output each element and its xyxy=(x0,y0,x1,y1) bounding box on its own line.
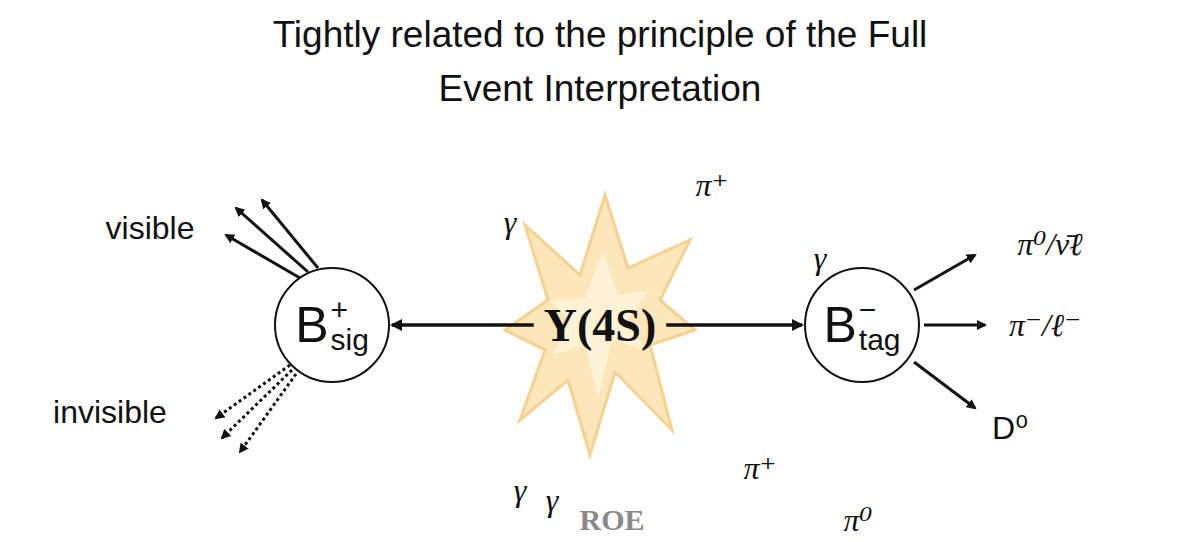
photon-label: γ xyxy=(546,482,559,519)
particle-symbol: B xyxy=(295,296,328,354)
visible-arrows xyxy=(226,200,318,278)
pion-label: π⁺ xyxy=(696,166,729,204)
photon-label: γ xyxy=(814,240,827,277)
decay-arrow xyxy=(392,323,534,327)
meson-circle: B−tag xyxy=(804,267,920,383)
index-stack: −tag xyxy=(859,295,901,355)
text-stack: Υ(4S) xyxy=(544,299,656,352)
title: Tightly related to the principle of the … xyxy=(250,8,950,116)
charge-superscript: + xyxy=(331,295,369,325)
symbol-group: B+sig xyxy=(295,295,369,355)
symbol-group: B−tag xyxy=(823,295,900,355)
visible-label: visible xyxy=(106,210,195,247)
photon-label: γ xyxy=(504,204,517,241)
roe-label: ROE xyxy=(579,503,644,537)
role-subscript: tag xyxy=(859,325,901,355)
photon-label: γ xyxy=(514,472,527,509)
invisible-arrows xyxy=(216,365,296,452)
particle-label: D⁰ xyxy=(992,409,1028,447)
particle-symbol: B xyxy=(823,296,856,354)
invisible-label: invisible xyxy=(53,394,167,431)
resonance-label: Υ(4S) xyxy=(538,296,662,355)
particle-label: π⁰/ν̄ℓ xyxy=(1017,225,1082,263)
decay-arrow xyxy=(666,323,802,327)
meson-circle: B+sig xyxy=(274,267,390,383)
role-subscript: sig xyxy=(331,325,369,355)
tag-decay-arrows xyxy=(914,255,985,408)
particle-label: π⁻/ℓ⁻ xyxy=(1009,306,1081,344)
resonance-name: Υ(4S) xyxy=(544,299,656,352)
charge-superscript: − xyxy=(859,295,901,325)
pion-label: π⁺ xyxy=(744,449,777,487)
index-stack: +sig xyxy=(331,295,369,355)
pion-label: π⁰ xyxy=(844,501,873,539)
